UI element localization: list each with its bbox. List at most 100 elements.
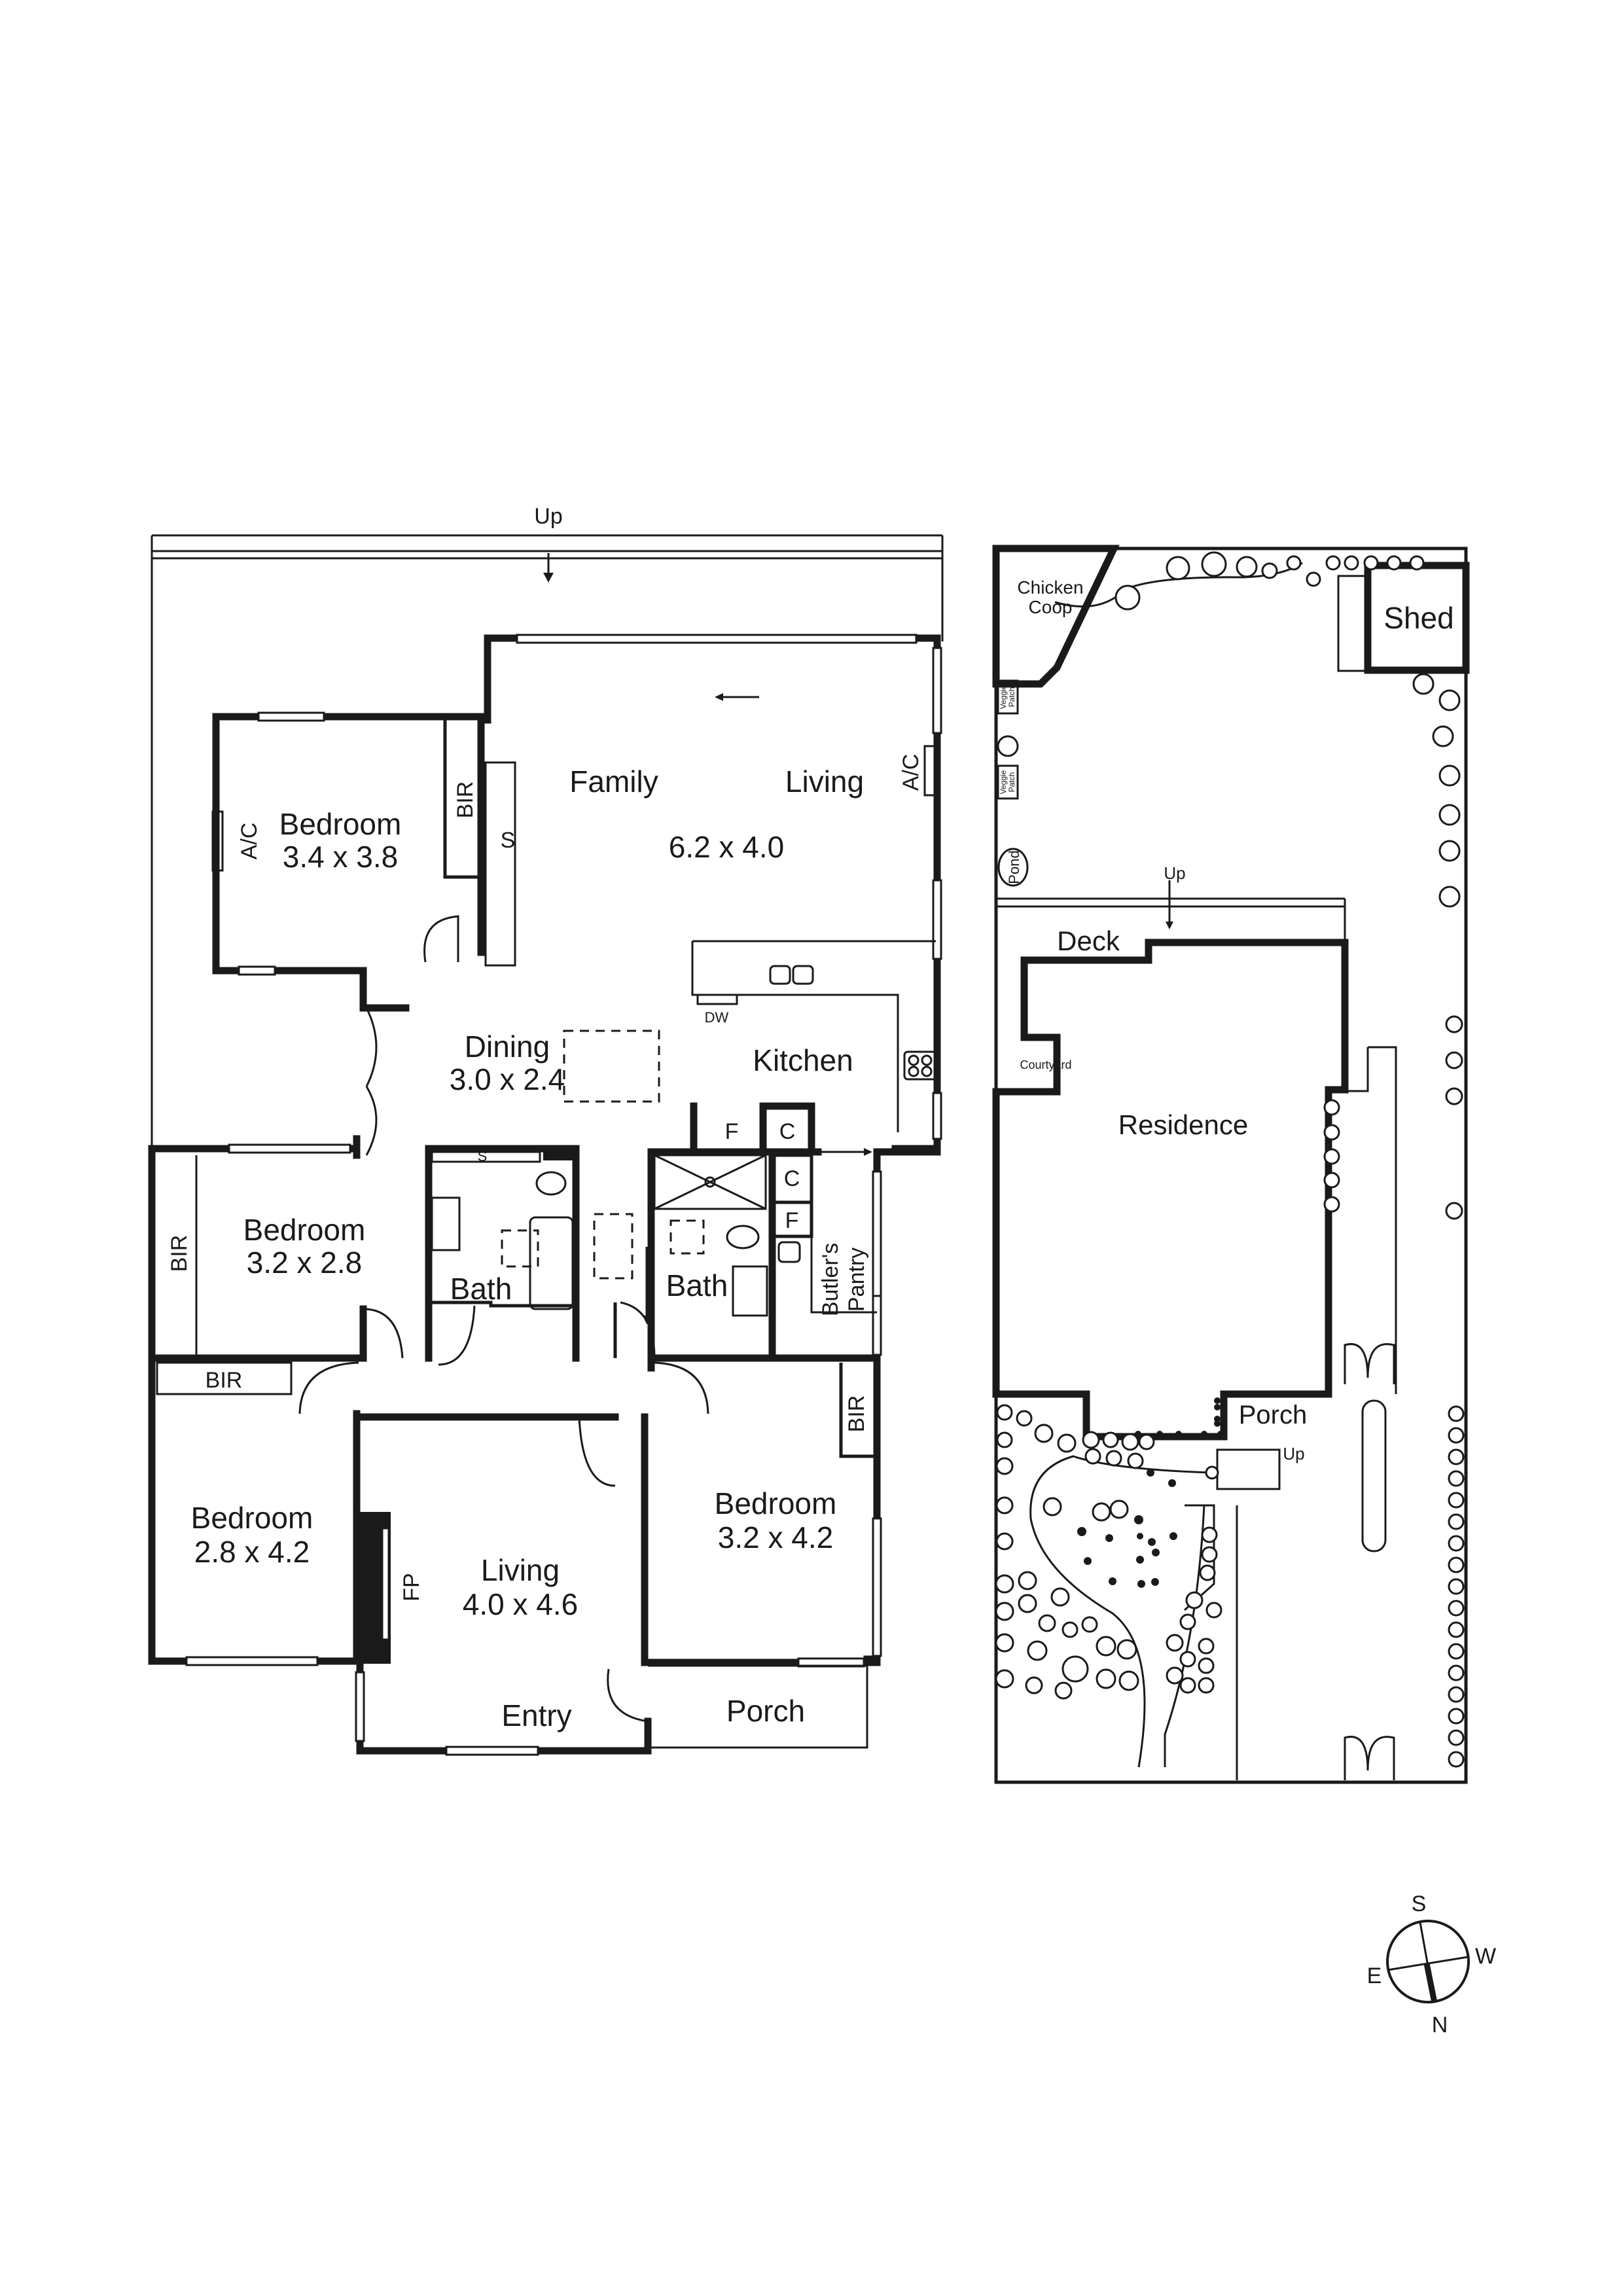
- up-label: Up: [1283, 1444, 1304, 1463]
- s-label: S: [478, 1148, 488, 1164]
- room-name-butlers-pantry-line1: Butler's: [818, 1243, 843, 1316]
- up-label: Up: [1164, 863, 1185, 883]
- site-porch-label: Porch: [1239, 1401, 1308, 1429]
- toilet-icon: [726, 1225, 760, 1249]
- arrow-left-icon: [715, 693, 723, 701]
- residence-label: Residence: [1118, 1109, 1248, 1140]
- room-name-kitchen: Kitchen: [753, 1043, 853, 1077]
- bir-label: BIR: [205, 1368, 243, 1393]
- room-name-bath2: Bath: [666, 1268, 728, 1302]
- room-name-bedroom1: Bedroom: [279, 807, 402, 841]
- arrow-down-icon: [543, 573, 554, 583]
- bir-label: BIR: [167, 1235, 192, 1272]
- chicken-coop: [992, 545, 1120, 688]
- room-name-living-rear: Living: [785, 764, 864, 798]
- room-dims-living-front: 4.0 x 4.6: [463, 1587, 578, 1621]
- porch-outline: [648, 1664, 868, 1749]
- door-swing: [423, 915, 459, 963]
- vanity: [431, 1196, 461, 1251]
- window: [932, 647, 942, 734]
- window: [872, 1170, 882, 1297]
- compass-north-label: N: [1432, 2013, 1448, 2037]
- deck-label: Deck: [1057, 925, 1120, 956]
- trees: [995, 551, 1465, 1768]
- arrow-right-icon: [864, 1148, 872, 1156]
- veggie-patch: [997, 679, 1019, 715]
- door-swing: [578, 1416, 616, 1487]
- veggie-patch-label: Veggie: [999, 685, 1008, 709]
- room-dims-bedroom1: 3.4 x 3.8: [283, 840, 398, 874]
- gate-swing: [1344, 1343, 1395, 1384]
- room-dims-dining: 3.0 x 2.4: [450, 1062, 565, 1096]
- ac-label: A/C: [899, 754, 923, 791]
- shelf: [431, 1151, 541, 1163]
- chicken-coop-label: Coop: [1029, 597, 1073, 617]
- compass-east-label: E: [1367, 1964, 1382, 1988]
- room-dims-bedroom2: 3.2 x 2.8: [247, 1246, 362, 1280]
- sink: [777, 1241, 801, 1263]
- bir-cupboard: [156, 1361, 293, 1395]
- room-name-bedroom2: Bedroom: [243, 1213, 366, 1247]
- labels: Up Bedroom 3.4 x 3.8 Family Living 6.2 x…: [167, 504, 1496, 2037]
- ac-unit: [211, 810, 224, 872]
- toilet-icon: [535, 1171, 567, 1196]
- pond: [997, 848, 1029, 887]
- pond-label: Pond: [1006, 850, 1022, 884]
- window: [355, 1671, 365, 1742]
- fridge-label: F: [725, 1119, 739, 1144]
- skylight-outline: [593, 1213, 633, 1280]
- veggie-patch-label: Patch: [1007, 687, 1016, 708]
- room-dims-bedroom4: 3.2 x 4.2: [718, 1520, 833, 1554]
- courtyard-label: Courtyard: [1020, 1058, 1071, 1071]
- window: [228, 1143, 351, 1154]
- room-name-butlers-pantry-line2: Pantry: [844, 1247, 869, 1312]
- window: [932, 1092, 942, 1140]
- compass-south-label: S: [1412, 1892, 1427, 1916]
- chicken-coop-label: Chicken: [1017, 577, 1083, 598]
- ac-unit: [923, 745, 936, 797]
- veggie-patch-label: Patch: [1007, 772, 1016, 793]
- sink-bowl: [769, 965, 791, 985]
- rear-sliding-door: [516, 634, 918, 644]
- up-label: Up: [534, 504, 562, 529]
- dishwasher: [696, 994, 738, 1005]
- arrow-down-icon: [1166, 922, 1173, 929]
- compass-icon: [1386, 1920, 1470, 2003]
- door-swing: [365, 1007, 378, 1087]
- shrub-dots: [1077, 1397, 1224, 1588]
- veggie-patch: [997, 764, 1019, 800]
- cupboard-label: C: [779, 1119, 796, 1144]
- bir-label: BIR: [844, 1395, 869, 1433]
- room-name-bedroom4: Bedroom: [715, 1486, 837, 1520]
- room-name-family: Family: [569, 764, 658, 798]
- shed-label: Shed: [1383, 601, 1454, 635]
- bathtub: [529, 1216, 574, 1310]
- room-name-porch: Porch: [726, 1694, 805, 1728]
- vanity: [732, 1265, 768, 1317]
- dw-label: DW: [705, 1009, 729, 1026]
- cupboard-label: C: [784, 1166, 800, 1191]
- dining-table-outline: [563, 1030, 660, 1103]
- door-swing: [620, 1301, 656, 1359]
- door-swing: [298, 1361, 359, 1414]
- window: [238, 965, 276, 976]
- sink-bowl: [792, 965, 814, 985]
- cooktop-icon: [903, 1050, 938, 1081]
- entry-door-swing: [607, 1668, 649, 1723]
- room-name-bedroom3: Bedroom: [191, 1501, 313, 1535]
- ac-label: A/C: [237, 823, 262, 860]
- room-name-living-front: Living: [481, 1553, 560, 1587]
- gate-swing: [1344, 1736, 1395, 1780]
- room-name-dining: Dining: [465, 1030, 550, 1064]
- fireplace-label: FP: [399, 1573, 424, 1601]
- main-floorplan: [148, 534, 944, 1756]
- room-name-entry: Entry: [501, 1698, 571, 1732]
- window: [932, 879, 942, 960]
- rear-deck-outline: [151, 534, 944, 1155]
- bir-label: BIR: [453, 781, 478, 819]
- skylight-outline: [669, 1219, 705, 1255]
- fridge-label: F: [785, 1208, 799, 1233]
- door-swing: [654, 1361, 709, 1414]
- skylight-outline: [501, 1229, 539, 1268]
